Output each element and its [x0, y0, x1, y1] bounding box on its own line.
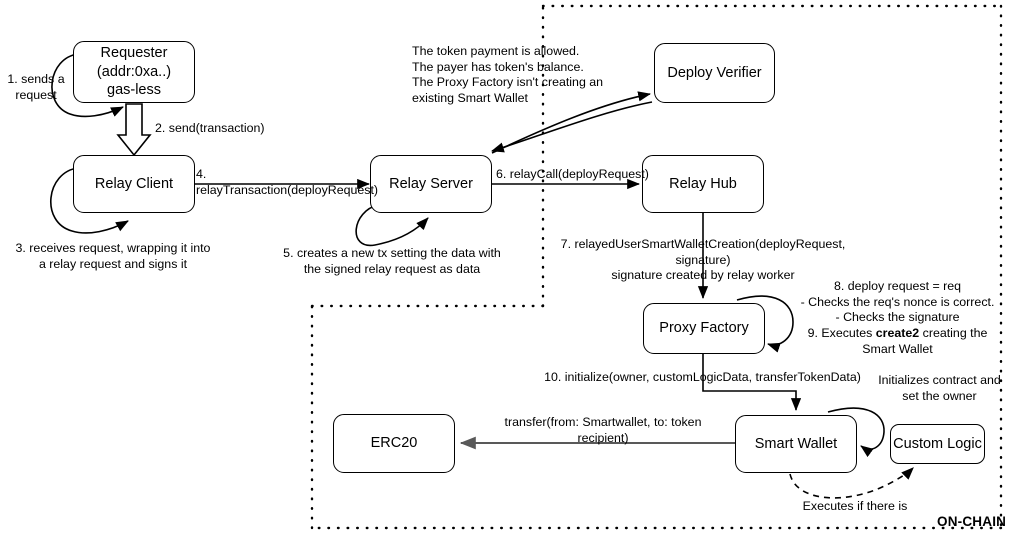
node-relay-server[interactable]: Relay Server	[370, 155, 492, 213]
node-requester-label: Requester (addr:0xa..) gas-less	[96, 45, 172, 99]
node-custom-logic-label: Custom Logic	[893, 435, 982, 452]
label-step2: 2. send(transaction)	[155, 121, 265, 135]
node-relay-hub-label: Relay Hub	[669, 175, 737, 192]
label-executes-if-there-is: Executes if there is	[802, 499, 908, 513]
label-step4: 4. relayTransaction(deployRequest)	[196, 167, 379, 197]
label-initializes-contract: Initializes contract and set the owner	[878, 373, 1001, 403]
label-step1: 1. sends a request	[7, 72, 65, 102]
label-transfer: transfer(from: Smartwallet, to: token re…	[504, 415, 702, 445]
node-relay-client[interactable]: Relay Client	[73, 155, 195, 213]
node-proxy-factory[interactable]: Proxy Factory	[643, 303, 765, 354]
node-erc20-label: ERC20	[370, 435, 418, 452]
node-relay-hub[interactable]: Relay Hub	[642, 155, 764, 213]
arrow-deploy-verifier-to-relay-server	[491, 101, 653, 153]
node-custom-logic[interactable]: Custom Logic	[890, 424, 985, 464]
label-step9-post: creating the Smart Wallet	[862, 325, 988, 356]
node-smart-wallet[interactable]: Smart Wallet	[735, 415, 857, 473]
node-requester[interactable]: Requester (addr:0xa..) gas-less	[73, 41, 195, 103]
node-smart-wallet-label: Smart Wallet	[754, 435, 838, 452]
label-step8-step9: 8. deploy request = req - Checks the req…	[790, 279, 1005, 357]
on-chain-zone-label: ON-CHAIN	[937, 514, 1007, 529]
label-step7: 7. relayedUserSmartWalletCreation(deploy…	[560, 237, 846, 283]
label-step5: 5. creates a new tx setting the data wit…	[283, 246, 501, 276]
node-relay-client-label: Relay Client	[94, 175, 174, 192]
arrow-step2-block	[116, 103, 152, 157]
node-erc20[interactable]: ERC20	[333, 414, 455, 473]
label-deploy-verifier-note: The token payment is allowed. The payer …	[412, 44, 604, 105]
label-step3: 3. receives request, wrapping it into a …	[15, 241, 211, 271]
label-step6: 6. relayCall(deployRequest)	[496, 167, 649, 181]
label-step8-pre: 8. deploy request = req - Checks the req…	[800, 279, 995, 340]
node-proxy-factory-label: Proxy Factory	[659, 320, 749, 337]
node-deploy-verifier[interactable]: Deploy Verifier	[654, 43, 775, 103]
label-step9-create2: create2	[875, 325, 920, 340]
label-step10: 10. initialize(owner, customLogicData, t…	[544, 370, 861, 384]
node-relay-server-label: Relay Server	[389, 175, 473, 192]
node-deploy-verifier-label: Deploy Verifier	[667, 64, 762, 81]
